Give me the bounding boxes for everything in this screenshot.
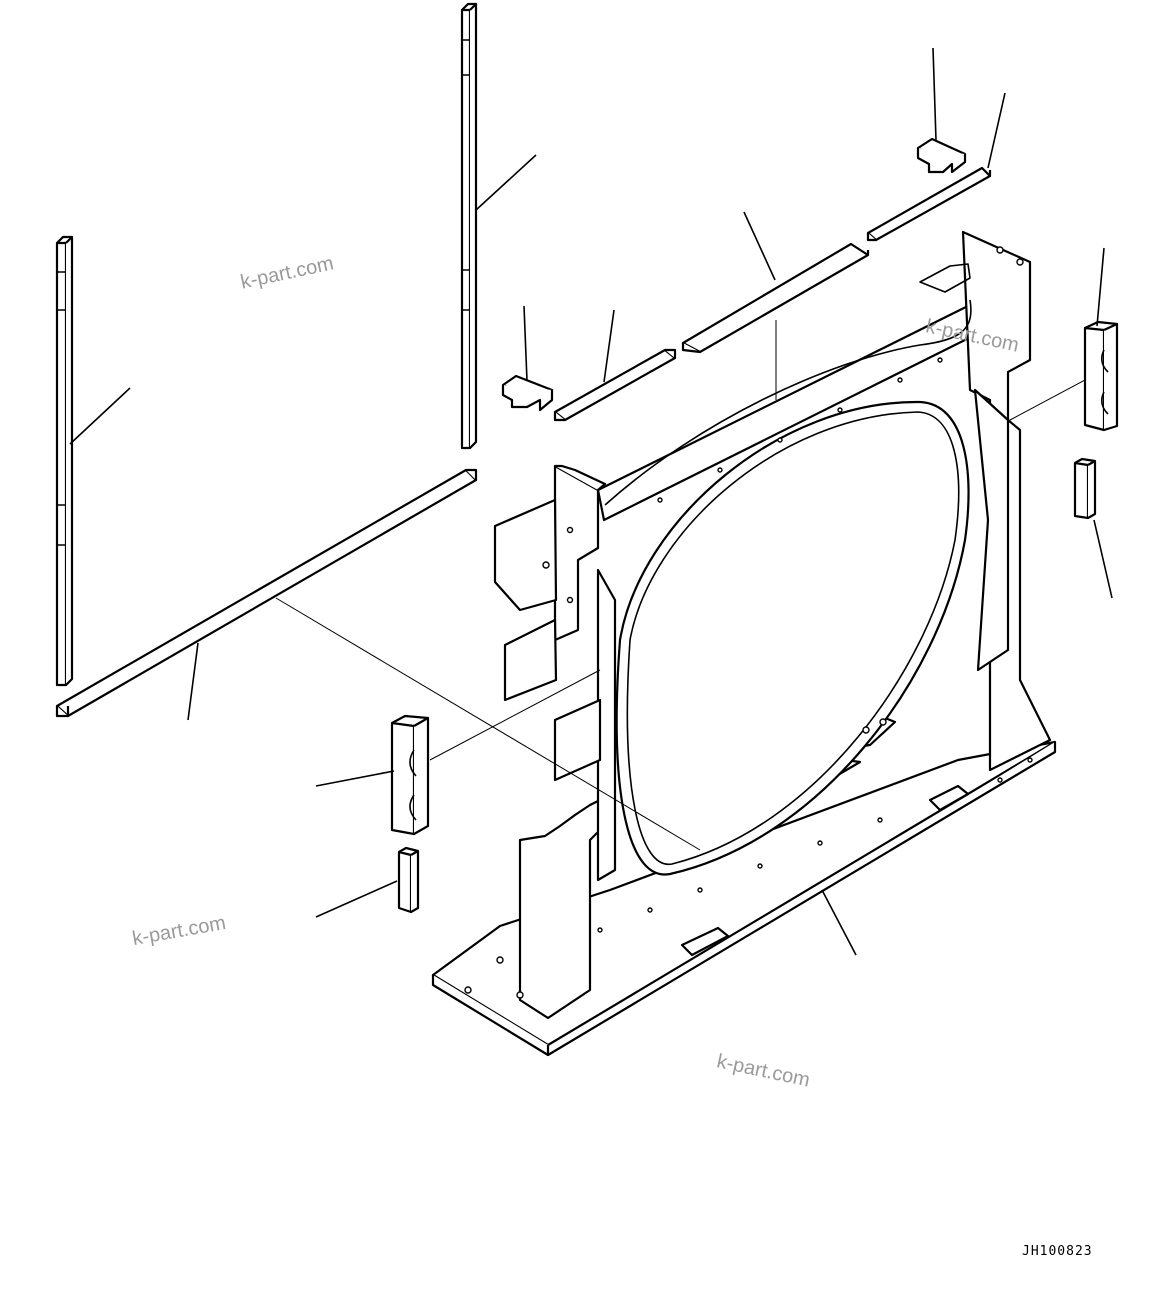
- drawing-code: JH100823: [1022, 1244, 1093, 1259]
- top-short-seal-strip-left: [553, 348, 677, 422]
- left-clamp-block: [390, 714, 430, 836]
- long-diagonal-seal-strip: [55, 468, 478, 718]
- left-vertical-seal-strip: [55, 235, 74, 687]
- right-clamp-block: [1083, 320, 1119, 432]
- top-center-seal-strip: [681, 242, 870, 354]
- callout-leaders: [69, 47, 1113, 956]
- top-right-bracket-block: [916, 137, 967, 174]
- fan-shroud-frame: [431, 230, 1057, 1057]
- top-short-seal-strip-right: [866, 166, 992, 242]
- top-left-bracket-block: [501, 374, 554, 412]
- upper-vertical-seal-strip: [460, 2, 478, 450]
- right-rubber-pad: [1073, 457, 1097, 520]
- left-rubber-pad: [397, 846, 420, 914]
